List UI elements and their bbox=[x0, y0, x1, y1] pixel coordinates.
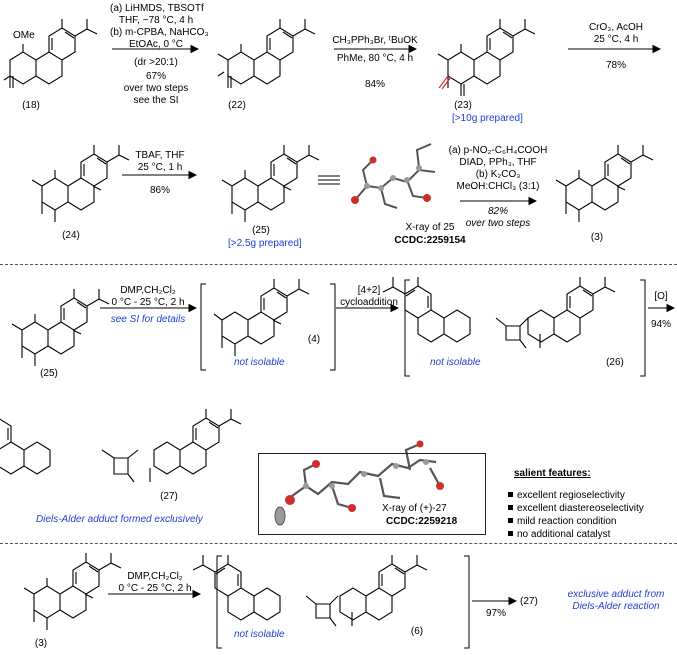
row1-step1-yield: 67% bbox=[145, 71, 166, 82]
result-line1: exclusive adduct from bbox=[567, 589, 665, 600]
row2-step1-line2: 25 °C, 1 h bbox=[137, 162, 183, 173]
row1-step2-line1: CH₃PPh₃Br, ᵗBuOK bbox=[332, 35, 418, 46]
equivalence-sign bbox=[318, 175, 340, 185]
xray-structure-25 bbox=[351, 143, 436, 209]
compound-label-3: (3) bbox=[590, 232, 604, 243]
row1-step1-line2: THF, −78 °C, 4 h bbox=[118, 15, 194, 26]
row1-step1-line1: (a) LiHMDS, TBSOTf bbox=[110, 3, 204, 14]
bullet-icon bbox=[508, 531, 513, 536]
row2-step1-line1: TBAF, THF bbox=[135, 150, 185, 161]
structure-18 bbox=[3, 18, 98, 88]
row5-step1-line2: 0 °C - 25 °C, 2 h bbox=[118, 583, 192, 594]
not-isolable-4: not isolable bbox=[234, 357, 285, 368]
xray-27-caption: X-ray of (+)-27 bbox=[382, 503, 447, 514]
bullet-icon bbox=[508, 518, 513, 523]
section-divider-1 bbox=[0, 264, 677, 265]
note-23-scale: [>10g prepared] bbox=[452, 113, 523, 124]
compound-label-6: (6) bbox=[410, 626, 424, 637]
compound-label-27: (27) bbox=[160, 491, 178, 502]
row1-step3-line2: 25 °C, 4 h bbox=[593, 34, 639, 45]
compound-label-4: (4) bbox=[307, 334, 321, 345]
row1-step3-yield: 78% bbox=[605, 60, 626, 71]
section-divider-2 bbox=[0, 543, 677, 544]
xray-27-ccdc: CCDC:2259218 bbox=[386, 516, 458, 527]
row1-step1-dr: (dr >20:1) bbox=[134, 57, 178, 68]
bullet-icon bbox=[508, 492, 513, 497]
feature-item: mild reaction condition bbox=[508, 516, 617, 528]
compound-label-22: (22) bbox=[228, 100, 246, 111]
compound-label-23: (23) bbox=[454, 100, 472, 111]
row3-step1-si-link[interactable]: see SI for details bbox=[110, 314, 186, 325]
row2-step2-line2: DIAD, PPh₃, THF bbox=[459, 157, 537, 168]
row2-step1-yield: 86% bbox=[149, 185, 170, 196]
row5-step1-line1: DMP,CH₂Cl₂ bbox=[127, 571, 183, 582]
compound-label-26: (26) bbox=[606, 357, 624, 368]
row1-step3-line1: CrO₃, AcOH bbox=[588, 22, 644, 33]
xray-25-caption: X-ray of 25 bbox=[405, 222, 455, 233]
structure-3-row5 bbox=[23, 552, 122, 630]
row3-step1-line2: 0 °C - 25 °C, 2 h bbox=[111, 297, 185, 308]
not-isolable-26: not isolable bbox=[430, 357, 481, 368]
structure-22 bbox=[217, 18, 316, 88]
features-title: salient features: bbox=[514, 468, 591, 479]
row1-step2-yield: 84% bbox=[364, 79, 385, 90]
compound-label-25: (25) bbox=[252, 225, 270, 236]
compound-label-27-row5: (27) bbox=[520, 596, 538, 607]
row5-yield: 97% bbox=[485, 608, 506, 619]
row3-step1-line1: DMP,CH₂Cl₂ bbox=[120, 285, 176, 296]
feature-item: excellent diastereoselectivity bbox=[508, 503, 644, 515]
row3-step2-line1: [4+2] bbox=[357, 285, 381, 296]
compound-label-18: (18) bbox=[22, 100, 40, 111]
structure-25 bbox=[221, 144, 320, 222]
row2-step2-line4: MeOH:CHCl₃ (3:1) bbox=[456, 181, 540, 192]
bracket-6 bbox=[216, 555, 470, 649]
row3-step3-yield: 94% bbox=[650, 319, 671, 330]
feature-item: no additional catalyst bbox=[508, 529, 610, 541]
xray-25-ccdc: CCDC:2259154 bbox=[394, 235, 466, 246]
caption-27: Diels-Alder adduct formed exclusively bbox=[36, 514, 203, 525]
row3-step2-line2: cycloaddition bbox=[340, 297, 398, 308]
result-line2: Diels-Alder reaction bbox=[572, 601, 660, 612]
structure-24 bbox=[31, 144, 130, 222]
structure-26 bbox=[382, 276, 616, 349]
not-isolable-6: not isolable bbox=[234, 629, 285, 640]
row2-step2-line3: (b) K₂CO₃ bbox=[475, 169, 521, 180]
bracket-4 bbox=[200, 283, 336, 371]
row2-step2-yield: 82% bbox=[487, 206, 508, 217]
structure-27 bbox=[0, 408, 242, 483]
feature-item: excellent regioselectivity bbox=[508, 490, 625, 502]
label-ome: OMe bbox=[13, 30, 35, 41]
row2-step2-yield-note: over two steps bbox=[465, 218, 531, 229]
row2-step2-line1: (a) p-NO₂-C₆H₄COOH bbox=[448, 145, 548, 156]
row1-step1-si-note: see the SI bbox=[133, 95, 179, 106]
row1-step1-yield-note: over two steps bbox=[123, 83, 189, 94]
structure-3 bbox=[555, 144, 654, 222]
bullet-icon bbox=[508, 505, 513, 510]
row1-step1-line4: EtOAc, 0 °C bbox=[128, 39, 183, 50]
compound-label-25-row3: (25) bbox=[40, 368, 58, 379]
compound-label-3-row5: (3) bbox=[34, 638, 48, 649]
note-25-scale: [>2.5g prepared] bbox=[228, 238, 302, 249]
bracket-26 bbox=[404, 279, 646, 377]
structure-25-row3 bbox=[11, 288, 110, 366]
row3-step3-reagent: [O] bbox=[654, 291, 668, 302]
xray-27-box bbox=[258, 453, 486, 535]
structure-6 bbox=[192, 554, 428, 627]
structure-23 bbox=[437, 18, 536, 96]
xray-structure-27 bbox=[274, 440, 444, 526]
compound-label-24: (24) bbox=[62, 230, 80, 241]
row1-step2-line2: PhMe, 80 °C, 4 h bbox=[336, 53, 414, 64]
structure-4 bbox=[213, 278, 310, 356]
row1-step1-line3: (b) m-CPBA, NaHCO₃ bbox=[110, 27, 209, 38]
